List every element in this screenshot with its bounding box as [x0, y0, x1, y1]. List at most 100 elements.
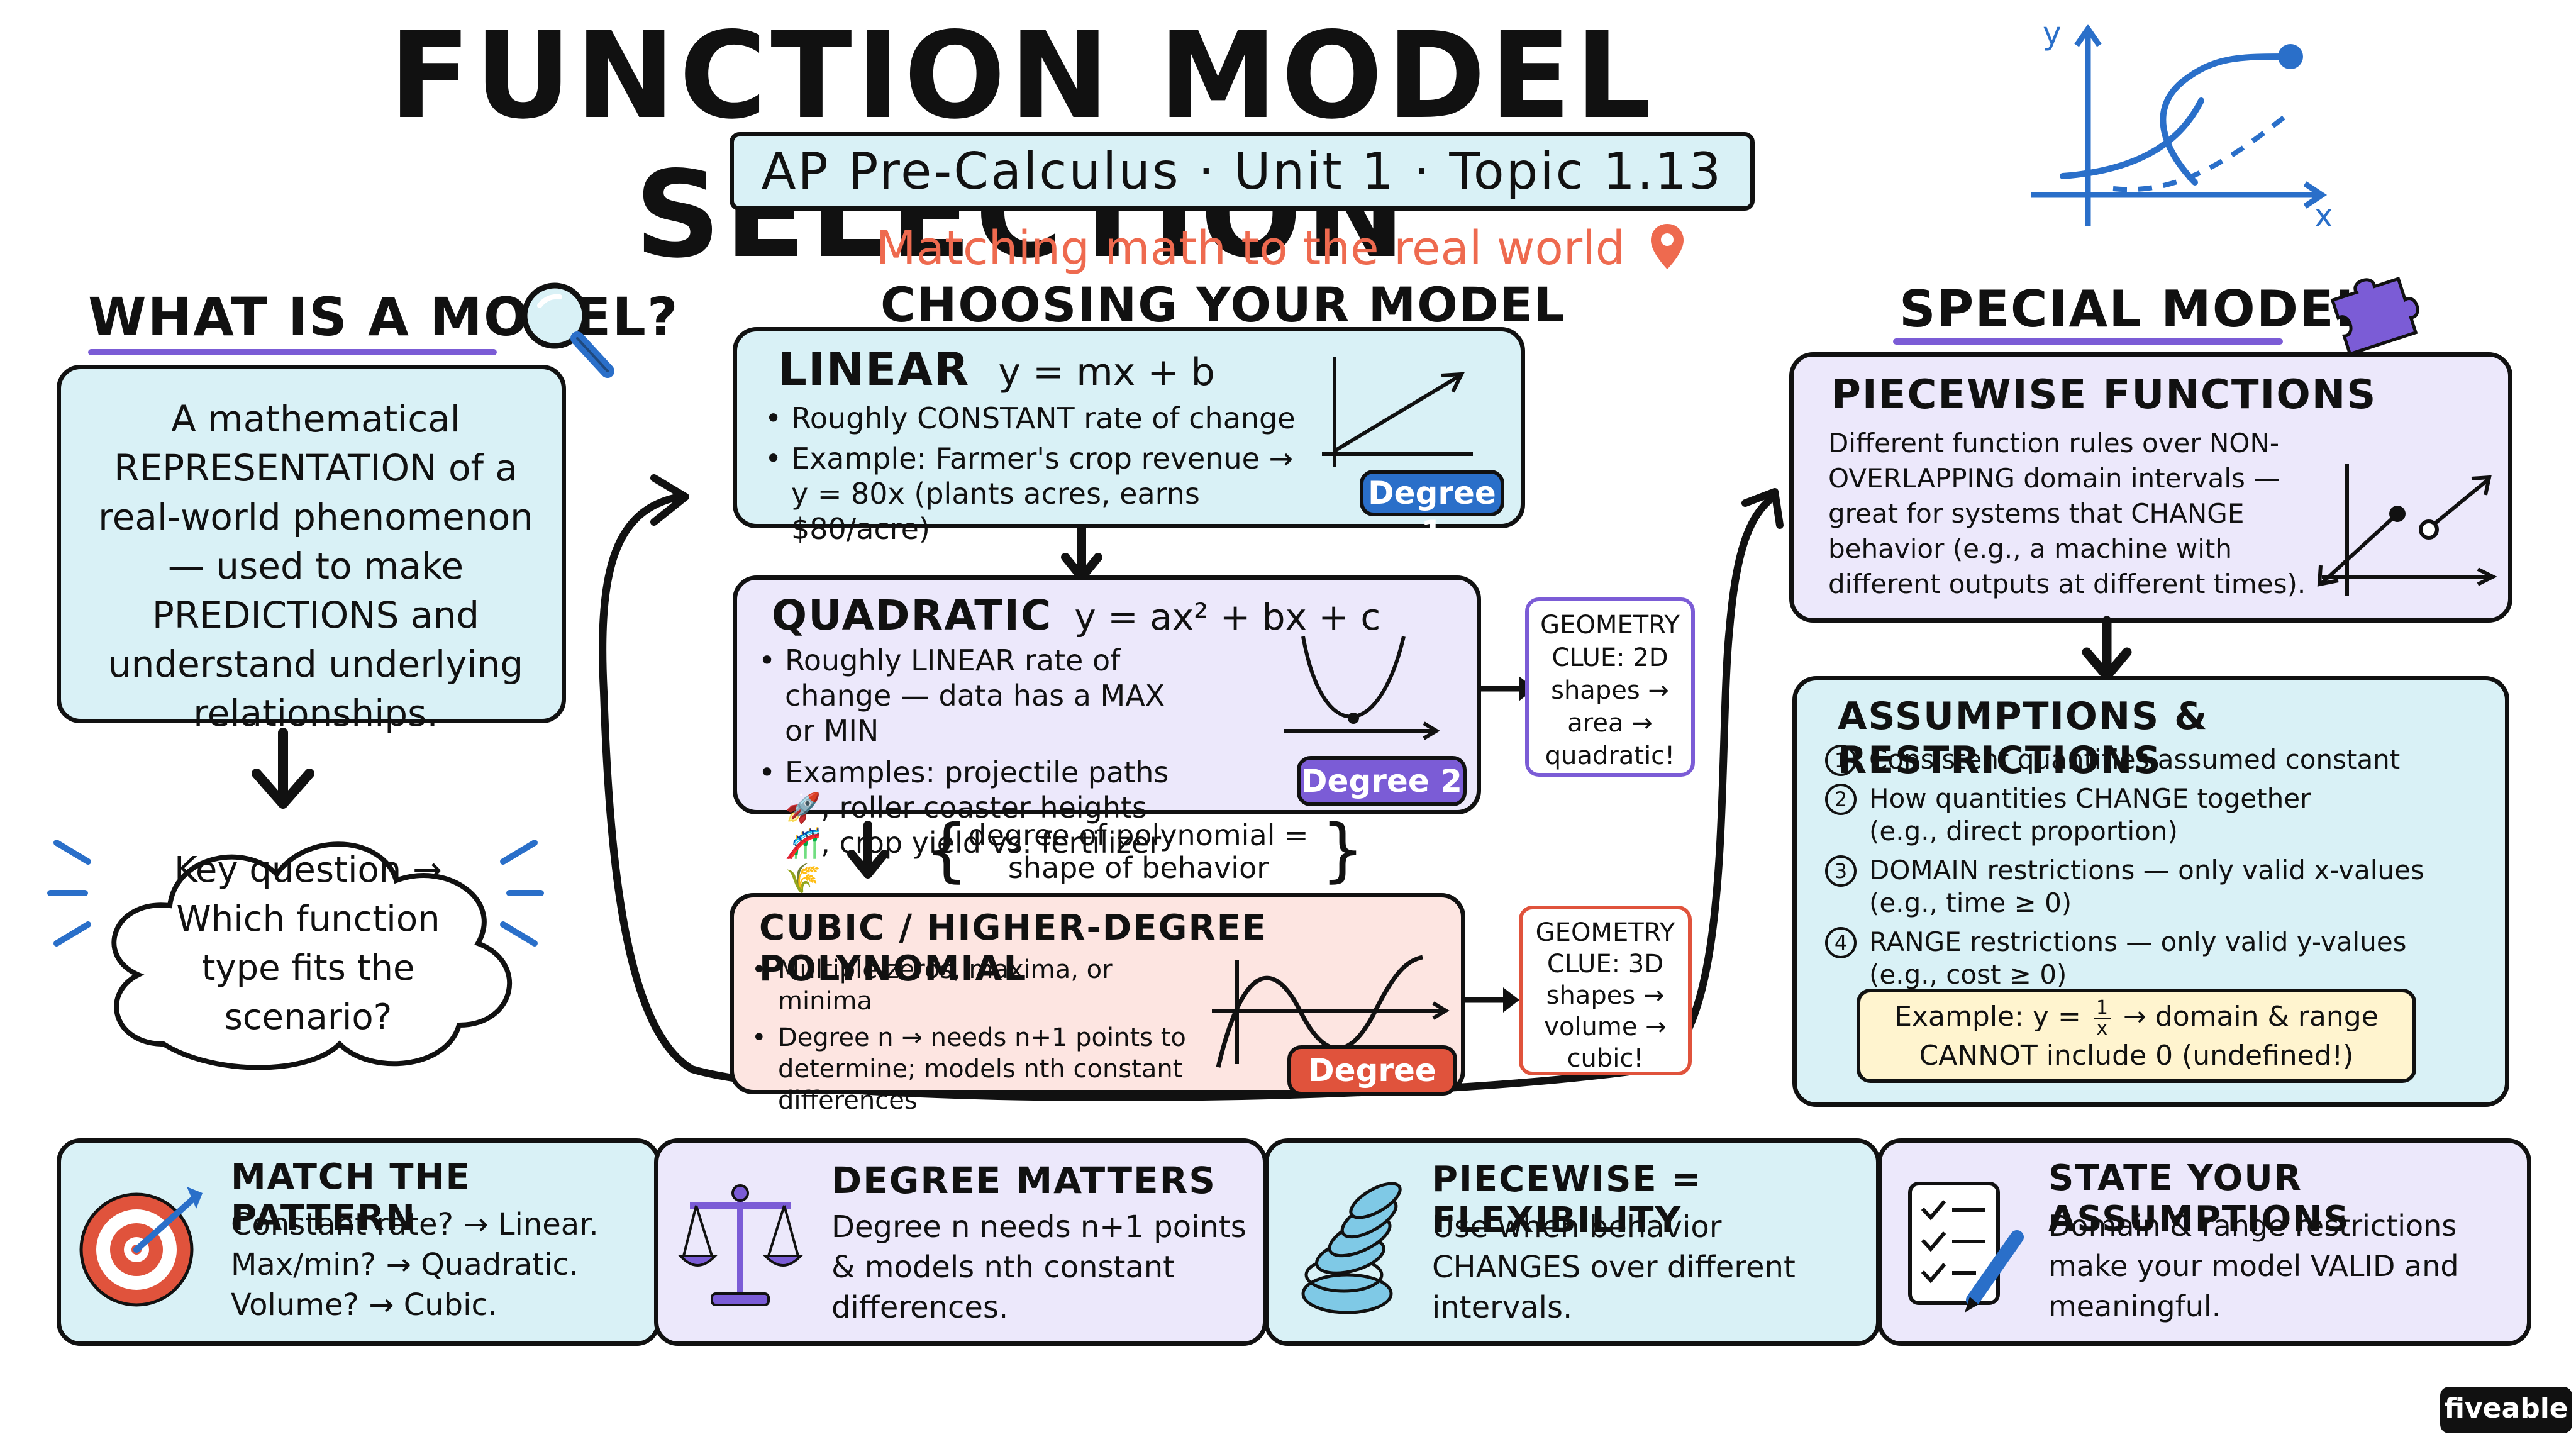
cubic-graph [1212, 955, 1450, 1068]
assumption-number: 4 [1825, 927, 1857, 958]
tip-line: & models nth constant [831, 1250, 1175, 1285]
down-arrow-icon [847, 821, 889, 879]
tip-title: PIECEWISE = FLEXIBILITY [1432, 1159, 1702, 1241]
assumption-text: How quantities CHANGE together (e.g., di… [1869, 783, 2311, 847]
degree-2-badge: Degree 2 [1297, 756, 1467, 806]
brace-note: { degree of polynomial = shape of behavi… [924, 815, 1365, 885]
brace-right: } [1321, 809, 1365, 890]
assumption-item: 4 RANGE restrictions — only valid y-valu… [1825, 926, 2492, 991]
brand-text: fiveable [2444, 1392, 2568, 1424]
linear-bullets: Roughly CONSTANT rate of change Example:… [762, 401, 1303, 547]
magnifier-icon [521, 282, 614, 378]
cubic-bullets: Multiple zeros, maxima, or minima Degree… [749, 954, 1202, 1116]
piecewise-graph [2317, 464, 2497, 596]
assumptions-list: 1 Consistent quantities assumed constant… [1825, 743, 2492, 991]
tip-line: meaningful. [2048, 1289, 2221, 1323]
cloud-bubble [47, 840, 544, 1070]
quadratic-title: QUADRATIC y = ax² + bx + c [772, 591, 1380, 640]
key-question-text: Key question → Which function type fits … [174, 850, 442, 1038]
assumption-item: 3 DOMAIN restrictions — only valid x-val… [1825, 854, 2492, 919]
subtitle-banner: AP Pre-Calculus · Unit 1 · Topic 1.13 [730, 132, 1755, 211]
heading-underline [1893, 338, 2283, 345]
quadratic-graph [1284, 636, 1440, 740]
tip-line: intervals. [1432, 1290, 1573, 1325]
tip-line: make your model VALID and [2048, 1249, 2459, 1283]
linear-equation: y = mx + b [998, 350, 1215, 394]
quadratic-equation: y = ax² + bx + c [1074, 596, 1381, 638]
fraction-denominator: x [2096, 1017, 2108, 1040]
degree-1-badge: Degree 1 [1360, 470, 1504, 550]
assumption-item: 1 Consistent quantities assumed constant [1825, 743, 2492, 776]
header-graph-icon: y x [2031, 15, 2333, 234]
tip-title: DEGREE MATTERS [831, 1159, 1217, 1202]
assumption-text: DOMAIN restrictions — only valid x-value… [1869, 855, 2424, 918]
cubic-card: CUBIC / HIGHER-DEGREE POLYNOMIAL Multipl… [730, 893, 1465, 1131]
tagline-text: Matching math to the real world [875, 221, 1625, 275]
quadratic-card: QUADRATIC y = ax² + bx + c Roughly LINEA… [733, 575, 1481, 895]
assumption-item: 2 How quantities CHANGE together (e.g., … [1825, 782, 2492, 848]
checklist-icon [1908, 1182, 2024, 1313]
choosing-heading: CHOOSING YOUR MODEL [880, 277, 1566, 333]
tagline: Matching math to the real world [836, 214, 1717, 275]
piecewise-name: PIECEWISE FUNCTIONS [1831, 372, 2377, 418]
example-box: Example: y = 1 x → domain & range CANNOT… [1857, 989, 2416, 1083]
linear-name: LINEAR [778, 343, 970, 396]
tip-title: MATCH THE PATTERN [231, 1157, 471, 1238]
tip-title: STATE YOUR ASSUMPTIONS [2048, 1158, 2350, 1240]
quadratic-name: QUADRATIC [772, 591, 1053, 640]
heading-underline [88, 349, 497, 355]
area-clue-card: GEOMETRY CLUE: 2D shapes → area → quadra… [1525, 597, 1695, 777]
assumption-text: Consistent quantities assumed constant [1869, 744, 2401, 775]
tip-card-piecewise: PIECEWISE = FLEXIBILITY Use when behavio… [1264, 1138, 1880, 1346]
tip-card-assumptions: STATE YOUR ASSUMPTIONS Domain & range re… [1877, 1138, 2531, 1346]
example-prefix: Example: y = [1894, 1001, 2081, 1033]
special-heading: SPECIAL MODELS [1899, 280, 2406, 338]
cubic-bullet: Multiple zeros, maxima, or minima [749, 954, 1202, 1017]
tip-line: Volume? → Cubic. [231, 1287, 498, 1323]
tip-body: Use when behavior CHANGES over different… [1432, 1207, 1796, 1328]
scale-icon [677, 1184, 804, 1306]
assumptions-name: ASSUMPTIONS & RESTRICTIONS [1838, 694, 2209, 782]
tip-line: Degree n needs n+1 points [831, 1209, 1246, 1245]
tip-body: Degree n needs n+1 points & models nth c… [831, 1207, 1246, 1328]
piecewise-card: PIECEWISE FUNCTIONS Different function r… [1789, 352, 2512, 623]
down-arrow-icon [252, 728, 314, 809]
cubic-bullet: Degree n → needs n+1 points to determine… [749, 1022, 1202, 1116]
assumptions-card: ASSUMPTIONS & RESTRICTIONS 1 Consistent … [1792, 676, 2509, 1107]
fraction-numerator: 1 [2093, 998, 2111, 1019]
model-definition-card: A mathematical REPRESENTATION of a real-… [57, 365, 566, 735]
down-arrow-icon [2082, 616, 2132, 681]
brace-note-text: degree of polynomial = shape of behavior [968, 818, 1309, 885]
target-icon [79, 1187, 203, 1307]
spring-icon [1301, 1182, 1402, 1314]
quadratic-bullets: Roughly LINEAR rate of change — data has… [756, 643, 1196, 896]
volume-clue-text: GEOMETRY CLUE: 3D shapes → volume → cubi… [1535, 918, 1675, 1073]
subtitle-text: AP Pre-Calculus · Unit 1 · Topic 1.13 [761, 142, 1723, 201]
tip-line: Domain & range restrictions [2048, 1209, 2457, 1243]
tip-card-match: MATCH THE PATTERN Constant rate? → Linea… [57, 1138, 660, 1346]
tip-body: Constant rate? → Linear. Max/min? → Quad… [231, 1204, 599, 1325]
right-arrow-icon [1462, 987, 1519, 1013]
example-line-2: CANNOT include 0 (undefined!) [1919, 1039, 2354, 1072]
linear-bullet: Roughly CONSTANT rate of change [762, 401, 1303, 436]
assumption-text: RANGE restrictions — only valid y-values… [1869, 926, 2407, 990]
area-clue-text: GEOMETRY CLUE: 2D shapes → area → quadra… [1540, 611, 1680, 770]
model-definition-text: A mathematical REPRESENTATION of a real-… [98, 397, 533, 735]
example-line-1: Example: y = 1 x → domain & range [1860, 997, 2412, 1038]
brace-left: { [924, 809, 969, 890]
tip-card-degree: DEGREE MATTERS Degree n needs n+1 points… [654, 1138, 1267, 1346]
quadratic-bullet: Roughly LINEAR rate of change — data has… [756, 643, 1196, 748]
example-suffix: → domain & range [2123, 1001, 2379, 1033]
tip-line: CHANGES over different [1432, 1250, 1796, 1285]
assumption-number: 1 [1825, 745, 1857, 776]
tip-line: differences. [831, 1290, 1009, 1325]
linear-graph [1322, 357, 1473, 467]
brand-logo: fiveable [2440, 1387, 2572, 1433]
piecewise-body: Different function rules over NON-OVERLA… [1828, 428, 2306, 599]
location-pin-icon [1651, 224, 1684, 269]
puzzle-icon [2330, 277, 2419, 356]
example-fraction: 1 x [2093, 998, 2111, 1040]
linear-bullet: Example: Farmer's crop revenue → y = 80x… [762, 441, 1303, 547]
quadratic-bullet: Examples: projectile paths 🚀, roller coa… [756, 755, 1196, 896]
svg-text:y: y [2043, 15, 2062, 52]
